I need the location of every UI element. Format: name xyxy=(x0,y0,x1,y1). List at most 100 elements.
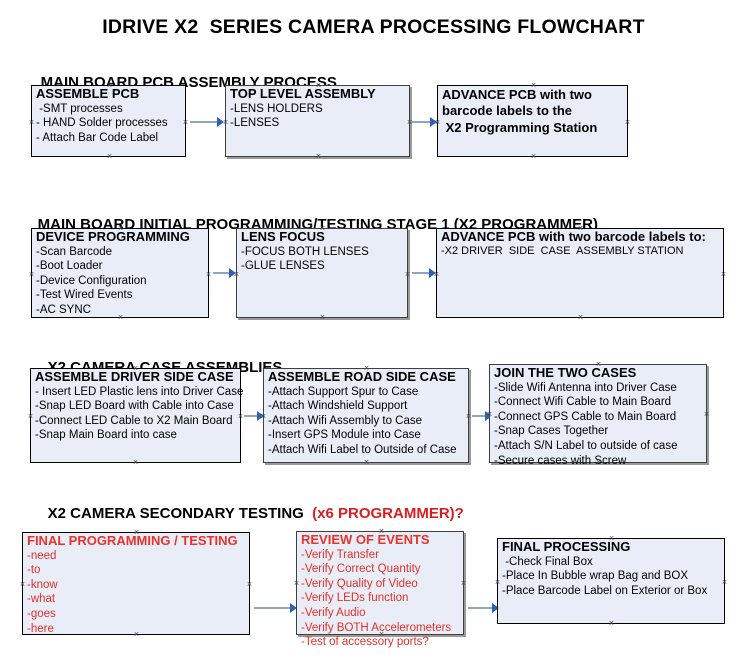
resize-handle-right[interactable] xyxy=(460,580,467,587)
connector-line xyxy=(412,121,434,123)
resize-handle-top[interactable] xyxy=(106,82,113,89)
resize-handle-right[interactable] xyxy=(720,271,727,278)
box-line: -Attach Support Spur to Case xyxy=(268,385,419,398)
connector-line xyxy=(190,121,219,123)
resize-handle-left[interactable] xyxy=(19,581,26,588)
box-line: -Connect GPS Cable to Main Board xyxy=(494,410,677,423)
flow-box-advance-pcb-programming-station[interactable]: ADVANCE PCB with two barcode labels to t… xyxy=(437,85,628,157)
box-line: -Insert GPS Module into Case xyxy=(268,429,421,442)
resize-handle-top[interactable] xyxy=(577,225,584,232)
resize-handle-left[interactable] xyxy=(28,119,35,126)
flow-box-review-of-events[interactable]: REVIEW OF EVENTS -Verify Transfer -Verif… xyxy=(293,528,467,648)
resize-handle-left[interactable] xyxy=(260,413,267,420)
flow-box-assemble-road-side-case[interactable]: ASSEMBLE ROAD SIDE CASE -Attach Support … xyxy=(263,368,469,463)
resize-handle-top[interactable] xyxy=(595,361,602,368)
resize-handle-top[interactable] xyxy=(133,529,140,536)
resize-handle-bottom[interactable] xyxy=(378,631,385,638)
flow-box-assemble-driver-side-case[interactable]: ASSEMBLE DRIVER SIDE CASE - Insert LED P… xyxy=(27,365,244,466)
flow-box-final-programming-testing[interactable]: FINAL PROGRAMMING / TESTING -need -to -k… xyxy=(22,532,250,635)
resize-handle-right[interactable] xyxy=(205,271,212,278)
flow-box-device-programming[interactable]: DEVICE PROGRAMMING -Scan Barcode -Boot L… xyxy=(31,228,209,318)
box-line: -AC SYNC xyxy=(36,303,91,316)
resize-handle-bottom[interactable] xyxy=(315,153,322,160)
box-line: -Place In Bubble wrap Bag and BOX xyxy=(502,570,689,583)
box-line: -Boot Loader xyxy=(36,260,103,273)
resize-handle-left[interactable] xyxy=(486,411,493,418)
box-line: -Attach Wifi Assembly to Case xyxy=(268,414,423,427)
resize-handle-left[interactable] xyxy=(28,271,35,278)
box-line: -Attach S/N Label to outside of case xyxy=(494,439,678,452)
box-line: -what xyxy=(27,593,56,606)
flow-box-assemble-pcb[interactable]: ASSEMBLE PCB -SMT processes - HAND Solde… xyxy=(31,85,186,157)
resize-handle-left[interactable] xyxy=(494,579,501,586)
box-line: -Scan Barcode xyxy=(36,245,113,258)
flow-box-top-level-assembly[interactable]: TOP LEVEL ASSEMBLY -LENS HOLDERS -LENSES xyxy=(225,85,410,157)
resize-handle-right[interactable] xyxy=(465,413,472,420)
resize-handle-bottom[interactable] xyxy=(319,314,326,321)
box-title: REVIEW OF EVENTS xyxy=(301,532,430,547)
box-line: -Snap LED Board with Cable into Case xyxy=(35,400,234,413)
resize-handle-right[interactable] xyxy=(624,119,631,126)
resize-handle-bottom[interactable] xyxy=(363,459,370,466)
flow-box-join-the-two-cases[interactable]: JOIN THE TWO CASES -Slide Wifi Antenna i… xyxy=(486,361,710,467)
resize-handle-bottom[interactable] xyxy=(577,314,584,321)
resize-handle-right[interactable] xyxy=(404,271,411,278)
resize-handle-right[interactable] xyxy=(182,119,189,126)
box-title: FINAL PROGRAMMING / TESTING xyxy=(27,533,238,548)
resize-handle-bottom[interactable] xyxy=(106,153,113,160)
box-line: - Insert LED Plastic lens into Driver Ca… xyxy=(35,385,244,398)
resize-handle-left[interactable] xyxy=(27,413,34,420)
resize-handle-right[interactable] xyxy=(703,411,710,418)
resize-handle-bottom[interactable] xyxy=(595,459,602,466)
resize-handle-left[interactable] xyxy=(434,119,441,126)
resize-handle-top[interactable] xyxy=(132,365,139,372)
box-line: -goes xyxy=(27,607,56,620)
box-line: - HAND Solder processes xyxy=(36,117,168,130)
box-line: -FOCUS BOTH LENSES xyxy=(241,245,369,258)
box-line: -here xyxy=(27,622,54,635)
box-title: ASSEMBLE ROAD SIDE CASE xyxy=(268,369,456,384)
box-line: -SMT processes xyxy=(36,102,123,115)
resize-handle-top[interactable] xyxy=(608,535,615,542)
resize-handle-right[interactable] xyxy=(246,581,253,588)
flow-box-advance-pcb-driver-side-case[interactable]: ADVANCE PCB with two barcode labels to: … xyxy=(436,228,724,318)
resize-handle-bottom[interactable] xyxy=(608,620,615,627)
resize-handle-bottom[interactable] xyxy=(133,631,140,638)
connector-arrowhead-icon xyxy=(217,117,224,127)
flow-box-lens-focus[interactable]: LENS FOCUS -FOCUS BOTH LENSES -GLUE LENS… xyxy=(236,228,408,318)
resize-handle-top[interactable] xyxy=(319,225,326,232)
resize-handle-top[interactable] xyxy=(363,365,370,372)
resize-handle-left[interactable] xyxy=(233,271,240,278)
resize-handle-right[interactable] xyxy=(237,413,244,420)
resize-handle-top[interactable] xyxy=(378,528,385,535)
box-line: -Verify Quality of Video xyxy=(301,577,418,590)
flow-box-final-processing[interactable]: FINAL PROCESSING -Check Final Box -Place… xyxy=(497,538,725,624)
resize-handle-left[interactable] xyxy=(222,119,229,126)
box-line: -Secure cases with Screw xyxy=(494,454,627,467)
page-title: IDRIVE X2 SERIES CAMERA PROCESSING FLOWC… xyxy=(102,16,645,38)
resize-handle-right[interactable] xyxy=(721,579,728,586)
resize-handle-top[interactable] xyxy=(117,225,124,232)
box-line: -Attach Wifi Label to Outside of Case xyxy=(268,443,457,456)
box-title: ASSEMBLE PCB xyxy=(36,86,140,101)
connector-arrowhead-icon xyxy=(492,603,499,613)
resize-handle-left[interactable] xyxy=(293,580,300,587)
resize-handle-top[interactable] xyxy=(315,82,322,89)
box-line: -Verify Audio xyxy=(301,606,366,619)
resize-handle-bottom[interactable] xyxy=(117,314,124,321)
box-line: -need xyxy=(27,549,57,562)
box-line: -Connect Wifi Cable to Main Board xyxy=(494,396,672,409)
box-title: ADVANCE PCB with two barcode labels to: xyxy=(441,229,706,244)
resize-handle-bottom[interactable] xyxy=(132,459,139,466)
box-line: -Verify Transfer xyxy=(301,548,379,561)
connector-line xyxy=(244,415,261,417)
box-title: ASSEMBLE DRIVER SIDE CASE xyxy=(35,369,234,384)
box-title: TOP LEVEL ASSEMBLY xyxy=(230,86,376,101)
box-title: JOIN THE TWO CASES xyxy=(494,365,637,380)
box-line: -Verify BOTH Accelerometers xyxy=(301,621,452,634)
box-line: -Test Wired Events xyxy=(36,289,133,302)
resize-handle-left[interactable] xyxy=(433,271,440,278)
resize-handle-top[interactable] xyxy=(530,82,537,89)
resize-handle-bottom[interactable] xyxy=(530,153,537,160)
